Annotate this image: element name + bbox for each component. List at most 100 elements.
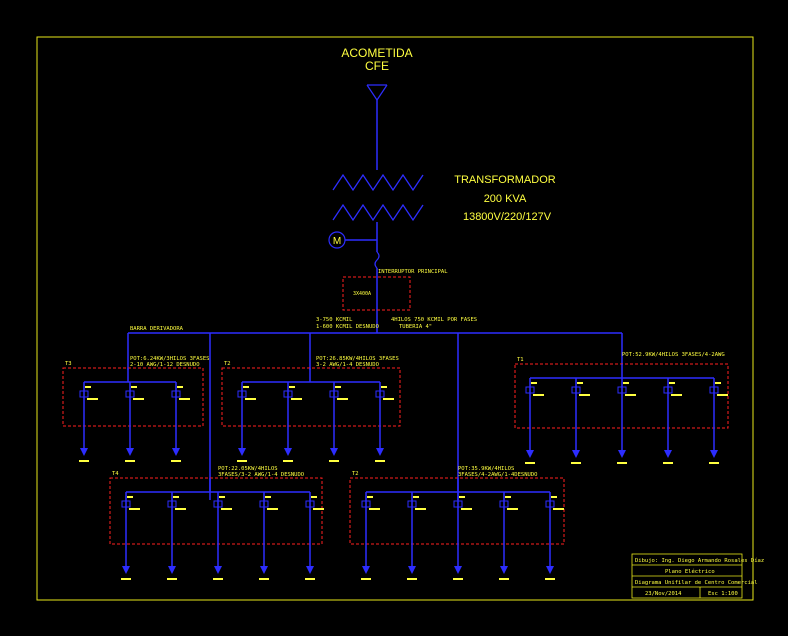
panel-t3-circuit-mark (131, 386, 137, 388)
panel-t1-load-arrow (572, 450, 580, 458)
feeder-label-2: 1-600 KCMIL DESNUDO (316, 324, 379, 330)
service-title-line1: ACOMETIDA (341, 46, 412, 60)
panel-t2b-breaker-mark (553, 508, 564, 510)
panel-t1-breaker-mark (625, 394, 636, 396)
panel-t4-breaker-mark (221, 508, 232, 510)
panel-t4-breaker (167, 500, 177, 508)
panel-t1-load-arrow (710, 450, 718, 458)
panel-t4-breaker (213, 500, 223, 508)
panel-t1-breaker (571, 386, 581, 394)
feeder-label-4: TUBERIA 4" (399, 324, 432, 330)
panel-t2a-breaker (375, 390, 385, 398)
panel-t1-load-mark (617, 462, 627, 464)
title-block: Dibujo: Ing. Diego Armando Rosales Díaz … (631, 553, 764, 599)
panel-t2b-desc2: 3FASES/4-2AWG/1-4DESNUDO (458, 472, 537, 478)
panel-t2a-load-mark (375, 460, 385, 462)
main-switch-label: INTERRUPTOR PRINCIPAL (378, 269, 448, 275)
panel-t1-breaker (525, 386, 535, 394)
panel-t2a-load-arrow (376, 448, 384, 456)
panel-t2b-circuit-mark (413, 496, 419, 498)
service-title-line2: CFE (365, 59, 389, 73)
panel-t2b-load-arrow (408, 566, 416, 574)
panel-t2b-breaker-mark (369, 508, 380, 510)
panel-t2a-tag: T2 (224, 361, 231, 367)
panel-t2b-outline (349, 477, 565, 545)
panel-t1-breaker (709, 386, 719, 394)
panel-t4-load-mark (167, 578, 177, 580)
panel-t3-load-arrow (126, 448, 134, 456)
panel-t1-circuit-mark (531, 382, 537, 384)
transformer-title: TRANSFORMADOR (454, 174, 556, 186)
panel-t4-load-mark (259, 578, 269, 580)
panel-t1-breaker-mark (579, 394, 590, 396)
panel-t2b-load-mark (499, 578, 509, 580)
panel-t2a-load-mark (237, 460, 247, 462)
title-block-scale: Esc 1:100 (708, 591, 738, 597)
bus-drops (127, 333, 623, 500)
panel-t4-load-arrow (260, 566, 268, 574)
panel-t2a-breaker (329, 390, 339, 398)
panel-t2b-load-arrow (500, 566, 508, 574)
panel-t1-load-mark (525, 462, 535, 464)
panel-t2a-load-mark (329, 460, 339, 462)
panel-t4-load-arrow (168, 566, 176, 574)
panel-t4-desc2: 3FASES/3-2 AWG/1-4 DESNUDO (218, 472, 304, 478)
title-block-date: 23/Nov/2014 (645, 591, 682, 597)
panel-t2a-breaker (283, 390, 293, 398)
panel-t1-load-arrow (526, 450, 534, 458)
panel-t4-load-mark (213, 578, 223, 580)
panel-t1-breaker-mark (717, 394, 728, 396)
panel-t2b-circuit-mark (367, 496, 373, 498)
panel-t4-circuit-mark (265, 496, 271, 498)
panel-t4-load-mark (121, 578, 131, 580)
panel-t4-breaker-mark (313, 508, 324, 510)
panel-t3-breaker-mark (179, 398, 190, 400)
panel-t2b-load-arrow (546, 566, 554, 574)
panel-t2b-breaker (361, 500, 371, 508)
panel-t2a-breaker-mark (337, 398, 348, 400)
panel-t1-load-mark (663, 462, 673, 464)
panel-t3-outline (62, 367, 204, 427)
panel-t2b-breaker (545, 500, 555, 508)
panel-t1-breaker-mark (671, 394, 682, 396)
panel-t2a-desc1: POT:26.85KW/4HILOS 3FASES (316, 356, 399, 362)
panel-t3-load-arrow (172, 448, 180, 456)
service-antenna-symbol (366, 84, 388, 102)
panel-t2b-breaker-mark (461, 508, 472, 510)
panel-t1-breaker (617, 386, 627, 394)
panel-t3-circuit-mark (85, 386, 91, 388)
panel-t4-breaker (305, 500, 315, 508)
panel-t2b-circuit-mark (459, 496, 465, 498)
panel-t2b-breaker (453, 500, 463, 508)
bus-label: BARRA DERIVADORA (130, 326, 184, 332)
feeder-label-3: 4HILOS 750 KCMIL POR FASES (391, 317, 477, 323)
panel-t2b-load-mark (361, 578, 371, 580)
panel-t2b-load-mark (453, 578, 463, 580)
panel-t1-load-mark (709, 462, 719, 464)
panel-t3-breaker-mark (87, 398, 98, 400)
panel-t4-breaker (259, 500, 269, 508)
drawing-border (36, 36, 754, 601)
panel-t3-load-arrow (80, 448, 88, 456)
feeder-label-1: 3-750 KCMIL (316, 317, 353, 323)
panel-t3-tag: T3 (65, 361, 72, 367)
title-block-description: Diagrama Unifilar de Centro Comercial (635, 580, 758, 586)
title-block-sheet: Plano Eléctrico (665, 568, 715, 575)
panel-t2b-tag: T2 (352, 471, 359, 477)
motor-label: M (333, 236, 341, 247)
panel-t3-desc2: 2-10 AWG/1-12 DESNUDO (130, 362, 200, 368)
panel-t3-load-mark (79, 460, 89, 462)
panel-t2a-circuit-mark (381, 386, 387, 388)
panel-t4-load-arrow (214, 566, 222, 574)
panel-t3-breaker (125, 390, 135, 398)
transformer-symbol (332, 173, 424, 222)
panel-t2b-breaker (407, 500, 417, 508)
panel-t2a-load-arrow (238, 448, 246, 456)
panel-t3-circuit-mark (177, 386, 183, 388)
panel-t1-load-arrow (664, 450, 672, 458)
panel-t2a-load-mark (283, 460, 293, 462)
panel-t1-breaker (663, 386, 673, 394)
panel-t1-circuit-mark (669, 382, 675, 384)
panel-t2b-load-mark (407, 578, 417, 580)
